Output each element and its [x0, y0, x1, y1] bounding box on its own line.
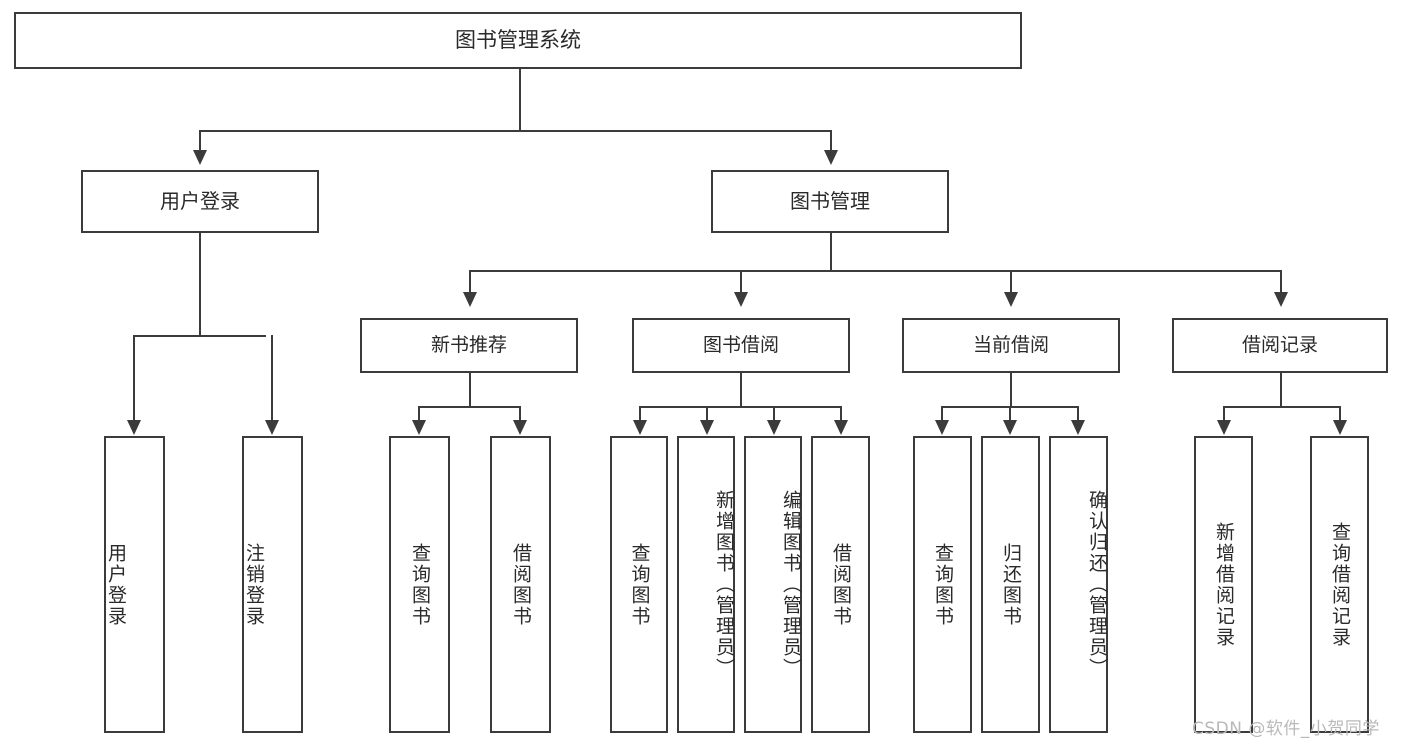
connector-cb-stem	[1010, 373, 1012, 407]
node-current-borrow[interactable]: 当前借阅	[902, 318, 1120, 373]
leaf-cb-return-book[interactable]: 归还图书	[981, 436, 1040, 733]
connector-bb-drop-1	[639, 406, 641, 421]
leaf-br-add-record[interactable]: 新增借阅记录	[1194, 436, 1253, 733]
connector-root-drop-left	[199, 130, 201, 150]
connector-nbr-bar	[418, 406, 521, 408]
arrow-to-borrow-record	[1274, 292, 1288, 307]
connector-cb-drop-3	[1077, 406, 1079, 421]
arrow-to-new-book-recommend	[463, 292, 477, 307]
connector-root-drop-right	[830, 130, 832, 150]
leaf-cb-query-book[interactable]: 查询图书	[913, 436, 972, 733]
connector-bb-drop-2	[706, 406, 708, 421]
node-book-manage[interactable]: 图书管理	[711, 170, 949, 233]
leaf-br-query-record[interactable]: 查询借阅记录	[1310, 436, 1369, 733]
connector-bb-drop-3	[773, 406, 775, 421]
node-borrow-record[interactable]: 借阅记录	[1172, 318, 1388, 373]
connector-user-login-drop-1	[133, 335, 135, 421]
connector-br-drop-2	[1339, 406, 1341, 421]
arrow-br-leaf-1	[1217, 420, 1231, 435]
arrow-user-login-leaf-1	[127, 420, 141, 435]
leaf-user-login-logout[interactable]: 注销登录	[242, 436, 303, 733]
connector-bm-drop-3	[1010, 270, 1012, 293]
leaf-bb-borrow-book[interactable]: 借阅图书	[811, 436, 870, 733]
arrow-to-user-login	[193, 150, 207, 165]
connector-nbr-drop-2	[519, 406, 521, 421]
arrow-bb-leaf-4	[834, 420, 848, 435]
arrow-cb-leaf-2	[1003, 420, 1017, 435]
arrow-cb-leaf-1	[935, 420, 949, 435]
connector-user-login-stem	[199, 233, 201, 336]
connector-br-stem	[1280, 373, 1282, 407]
leaf-bb-query-book[interactable]: 查询图书	[610, 436, 668, 733]
connector-bm-drop-4	[1280, 270, 1282, 293]
arrow-to-current-borrow	[1004, 292, 1018, 307]
arrow-cb-leaf-3	[1071, 420, 1085, 435]
arrow-to-book-borrow	[734, 292, 748, 307]
connector-bm-drop-1	[469, 270, 471, 293]
arrow-br-leaf-2	[1333, 420, 1347, 435]
connector-br-bar	[1223, 406, 1340, 408]
connector-book-manage-bar	[469, 270, 1281, 272]
node-book-borrow[interactable]: 图书借阅	[632, 318, 850, 373]
csdn-watermark: CSDN @软件_小贺同学	[1192, 719, 1380, 739]
node-root-system[interactable]: 图书管理系统	[14, 12, 1022, 69]
leaf-bb-edit-book-admin[interactable]: 编辑图书（管理员）	[744, 436, 802, 733]
arrow-bb-leaf-2	[700, 420, 714, 435]
arrow-nbr-leaf-2	[513, 420, 527, 435]
leaf-bb-add-book-admin[interactable]: 新增图书（管理员）	[677, 436, 735, 733]
connector-cb-drop-2	[1009, 406, 1011, 421]
leaf-cb-confirm-return-admin[interactable]: 确认归还（管理员）	[1049, 436, 1108, 733]
leaf-nbr-query-book[interactable]: 查询图书	[389, 436, 450, 733]
connector-bb-bar	[639, 406, 842, 408]
connector-book-manage-stem	[830, 233, 832, 271]
arrow-to-book-manage	[824, 150, 838, 165]
leaf-nbr-borrow-book[interactable]: 借阅图书	[490, 436, 551, 733]
connector-root-stem	[519, 69, 521, 131]
connector-cb-drop-1	[941, 406, 943, 421]
connector-user-login-bar	[133, 335, 266, 337]
node-new-book-recommend[interactable]: 新书推荐	[360, 318, 578, 373]
arrow-nbr-leaf-1	[412, 420, 426, 435]
connector-br-drop-1	[1223, 406, 1225, 421]
connector-bm-drop-2	[740, 270, 742, 293]
leaf-user-login-login[interactable]: 用户登录	[104, 436, 165, 733]
connector-bb-stem	[740, 373, 742, 407]
connector-user-login-drop-2	[271, 335, 273, 421]
arrow-user-login-leaf-2	[265, 420, 279, 435]
connector-nbr-drop-1	[418, 406, 420, 421]
arrow-bb-leaf-1	[633, 420, 647, 435]
connector-root-bar	[199, 130, 831, 132]
node-user-login[interactable]: 用户登录	[81, 170, 319, 233]
connector-nbr-stem	[469, 373, 471, 407]
arrow-bb-leaf-3	[767, 420, 781, 435]
connector-bb-drop-4	[840, 406, 842, 421]
